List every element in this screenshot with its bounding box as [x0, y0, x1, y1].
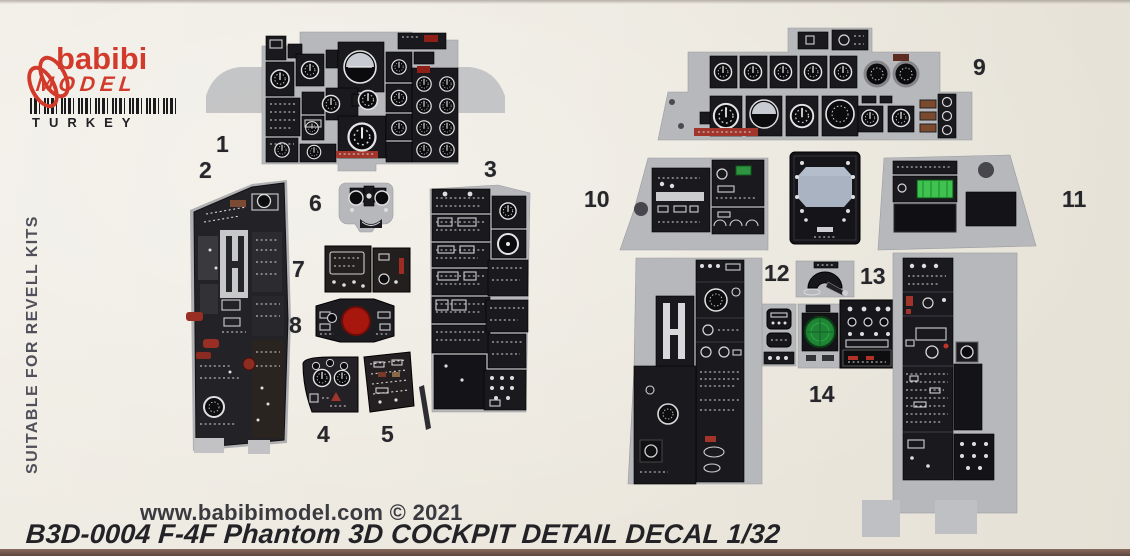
part-11-rear-subpanel-decal	[877, 154, 1037, 251]
part-13-label: 13	[860, 263, 886, 289]
part-14-label: 14	[809, 381, 835, 407]
photo-top-edge	[0, 0, 1130, 4]
part-1-label: 1	[216, 131, 229, 157]
product-title: B3D-0004 F-4F Phantom 3D COCKPIT DETAIL …	[24, 519, 782, 549]
photo-bottom-edge	[0, 549, 1130, 556]
part-6-pedestal-panel-decal	[338, 182, 394, 233]
part-4-label: 4	[317, 421, 330, 447]
part-1-front-instrument-panel-decal	[206, 31, 505, 172]
part-2-left-console-decal	[186, 180, 291, 454]
part-14-panel-group-decal	[761, 299, 895, 369]
part-7-label: 7	[292, 256, 305, 282]
part-3-right-console-decal	[429, 184, 531, 413]
part-9-rear-instrument-panel-decal	[657, 27, 973, 141]
brand-logo: babibi MODEL TURKEY	[20, 41, 188, 130]
part-6-label: 6	[309, 190, 322, 216]
part-8-compass-panel-decal	[315, 298, 395, 343]
decal-sliver	[419, 385, 431, 430]
rear-right-console-decal	[862, 252, 1018, 537]
part-11-label: 11	[1062, 186, 1087, 212]
part-5-side-panel-decal	[363, 351, 415, 413]
part-5-label: 5	[381, 421, 394, 447]
part-4-quarter-panel-decal	[302, 356, 359, 413]
barcode	[30, 98, 178, 114]
brand-name: babibi	[56, 41, 148, 76]
part-12-13-throttle-quadrant-decal	[795, 260, 855, 298]
part-7-side-panel-decal	[324, 245, 411, 293]
brand-country: TURKEY	[32, 115, 140, 130]
part-9-label: 9	[973, 54, 986, 80]
rear-left-console-decal	[627, 257, 763, 485]
website-line: www.babibimodel.com © 2021	[140, 500, 463, 525]
part-2-label: 2	[199, 157, 212, 183]
part-3-label: 3	[484, 156, 497, 182]
part-10-rear-subpanel-decal	[619, 157, 769, 251]
radar-scope-panel-decal	[789, 151, 861, 245]
part-12-label: 12	[764, 260, 790, 286]
part-8-label: 8	[289, 312, 302, 338]
part-10-label: 10	[584, 186, 610, 212]
